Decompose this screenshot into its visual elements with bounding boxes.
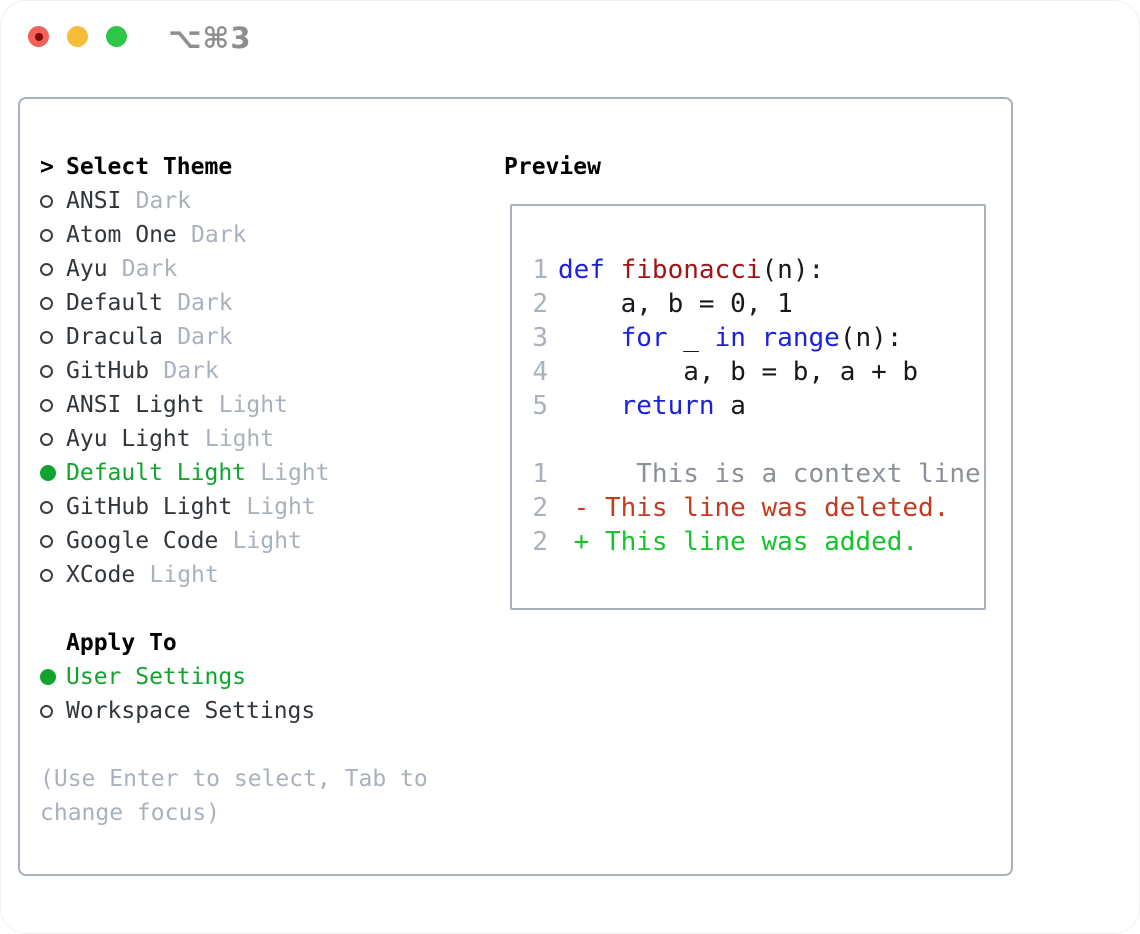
radio-circle-icon — [40, 364, 53, 378]
radio-circle-icon — [40, 534, 53, 548]
theme-name: Google Code — [66, 528, 219, 554]
radio-circle-icon — [40, 500, 53, 514]
line-number: 5 — [532, 391, 548, 421]
theme-option-ansi-light-light[interactable]: ANSI Light Light — [40, 388, 470, 422]
select-theme-title: Select Theme — [66, 154, 233, 180]
preview-line: 2 + This line was added. — [532, 525, 984, 559]
code-line: This is a context line. — [558, 459, 986, 489]
code-line: a, b = b, a + b — [558, 357, 919, 387]
code-line: + This line was added. — [558, 527, 919, 557]
line-number: 1 — [532, 459, 548, 489]
code-line: for _ in range(n): — [620, 323, 903, 353]
theme-name: Dracula — [66, 324, 163, 350]
apply-to-header: Apply To — [40, 626, 470, 660]
theme-variant-tag: Light — [232, 528, 302, 554]
theme-option-google-code-light[interactable]: Google Code Light — [40, 524, 470, 558]
code-line: def fibonacci(n): — [558, 255, 825, 285]
theme-name: Ayu — [66, 256, 108, 282]
apply-to-list: User Settings Workspace Settings — [40, 660, 470, 728]
prompt-caret: > — [40, 154, 54, 180]
theme-name: GitHub — [66, 358, 150, 384]
theme-list: ANSI Dark Atom One Dark Ayu Dark Default… — [40, 184, 470, 592]
line-number: 4 — [532, 357, 548, 387]
apply-target-label: Workspace Settings — [66, 698, 316, 724]
theme-variant-tag: Light — [246, 494, 316, 520]
theme-name: Atom One — [66, 222, 177, 248]
theme-option-ansi-dark[interactable]: ANSI Dark — [40, 184, 470, 218]
preview-line: 1 This is a context line. — [532, 457, 984, 491]
apply-option-workspace-settings[interactable]: Workspace Settings — [40, 694, 470, 728]
theme-variant-tag: Dark — [121, 256, 178, 282]
theme-option-ayu-dark[interactable]: Ayu Dark — [40, 252, 470, 286]
preview-line: 2 a, b = 0, 1 — [532, 287, 984, 321]
radio-circle-icon — [40, 296, 53, 310]
theme-variant-tag: Dark — [177, 324, 233, 350]
code-line: return a — [620, 391, 746, 421]
radio-circle-icon — [40, 228, 53, 242]
theme-selector: > Select Theme ANSI Dark Atom One Dark A… — [40, 150, 470, 830]
radio-circle-icon — [40, 432, 53, 446]
theme-variant-tag: Light — [218, 392, 288, 418]
line-number: 2 — [532, 527, 548, 557]
preview-title: Preview — [504, 154, 601, 180]
minimize-button[interactable] — [67, 26, 88, 47]
apply-option-user-settings[interactable]: User Settings — [40, 660, 470, 694]
theme-variant-tag: Light — [260, 460, 330, 486]
apply-to-title: Apply To — [66, 630, 177, 656]
radio-circle-icon — [40, 669, 56, 685]
radio-circle-icon — [40, 398, 53, 412]
radio-circle-icon — [40, 465, 56, 481]
theme-name: Ayu Light — [66, 426, 191, 452]
window-shortcut-label: ⌥⌘3 — [168, 21, 252, 55]
theme-variant-tag: Dark — [135, 188, 192, 214]
preview-line: 2 - This line was deleted. — [532, 491, 984, 525]
radio-circle-icon — [40, 330, 53, 344]
theme-variant-tag: Light — [204, 426, 275, 452]
theme-picker-panel: > Select Theme ANSI Dark Atom One Dark A… — [18, 97, 1013, 876]
keyboard-hint: (Use Enter to select, Tab to change focu… — [40, 766, 428, 826]
preview-line: 3 for _ in range(n): — [532, 321, 984, 355]
titlebar — [28, 26, 127, 47]
spacer — [40, 728, 470, 762]
radio-circle-icon — [40, 568, 53, 582]
code-line: - This line was deleted. — [558, 493, 950, 523]
radio-circle-icon — [40, 262, 53, 276]
theme-variant-tag: Dark — [163, 358, 219, 384]
radio-circle-icon — [40, 704, 53, 718]
line-number: 1 — [532, 255, 548, 285]
theme-option-github-dark[interactable]: GitHub Dark — [40, 354, 470, 388]
radio-circle-icon — [40, 194, 53, 208]
theme-variant-tag: Light — [149, 562, 219, 588]
preview-line: 5 return a — [532, 389, 984, 423]
code-line: a, b = 0, 1 — [558, 289, 793, 319]
theme-option-atom-one-dark[interactable]: Atom One Dark — [40, 218, 470, 252]
theme-variant-tag: Dark — [177, 290, 233, 316]
line-number: 3 — [532, 323, 548, 353]
spacer — [40, 592, 470, 626]
theme-option-default-dark[interactable]: Default Dark — [40, 286, 470, 320]
apply-target-label: User Settings — [66, 664, 247, 690]
line-number: 2 — [532, 493, 548, 523]
theme-option-xcode-light[interactable]: XCode Light — [40, 558, 470, 592]
theme-option-dracula-dark[interactable]: Dracula Dark — [40, 320, 470, 354]
theme-name: ANSI — [66, 188, 122, 214]
theme-option-ayu-light-light[interactable]: Ayu Light Light — [40, 422, 470, 456]
line-number: 2 — [532, 289, 548, 319]
theme-option-github-light-light[interactable]: GitHub Light Light — [40, 490, 470, 524]
select-theme-header: > Select Theme — [40, 150, 470, 184]
preview-line: 4 a, b = b, a + b — [532, 355, 984, 389]
preview-line — [532, 423, 984, 457]
preview-line: 1 def fibonacci(n): — [532, 253, 984, 287]
theme-name: XCode — [66, 562, 136, 588]
theme-name: ANSI Light — [66, 392, 205, 418]
theme-variant-tag: Dark — [191, 222, 247, 248]
theme-option-default-light-light[interactable]: Default Light Light — [40, 456, 470, 490]
theme-name: GitHub Light — [66, 494, 233, 520]
theme-name: Default Light — [66, 460, 247, 486]
unsaved-changes-dot — [34, 32, 43, 41]
zoom-button[interactable] — [106, 26, 127, 47]
close-button[interactable] — [28, 26, 49, 47]
theme-name: Default — [66, 290, 163, 316]
